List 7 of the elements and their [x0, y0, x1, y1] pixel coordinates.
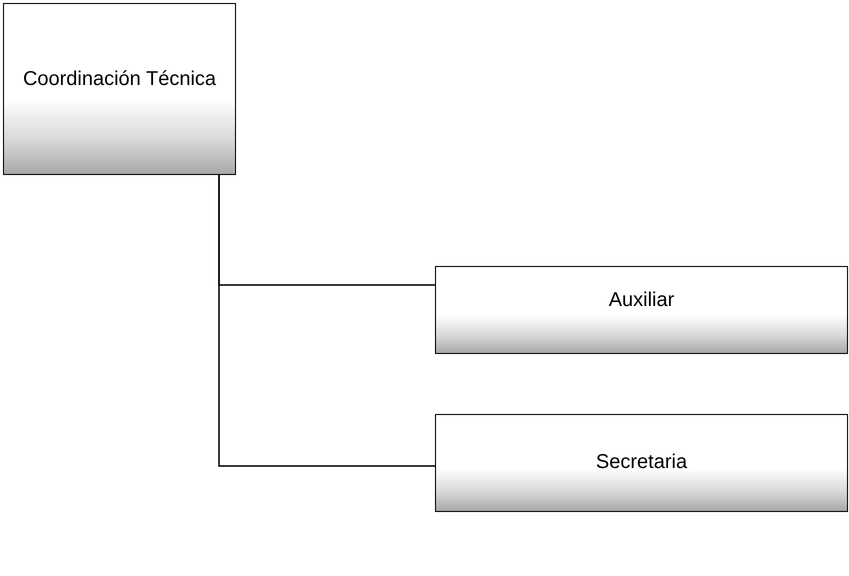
org-box: [435, 414, 848, 512]
connector-line: [218, 175, 435, 467]
org-box: [435, 266, 848, 354]
box-label: Coordinación Técnica: [22, 68, 218, 91]
box-label: Auxiliar: [608, 289, 676, 312]
org-box: [3, 3, 236, 175]
box-label: Secretaria: [594, 451, 688, 474]
